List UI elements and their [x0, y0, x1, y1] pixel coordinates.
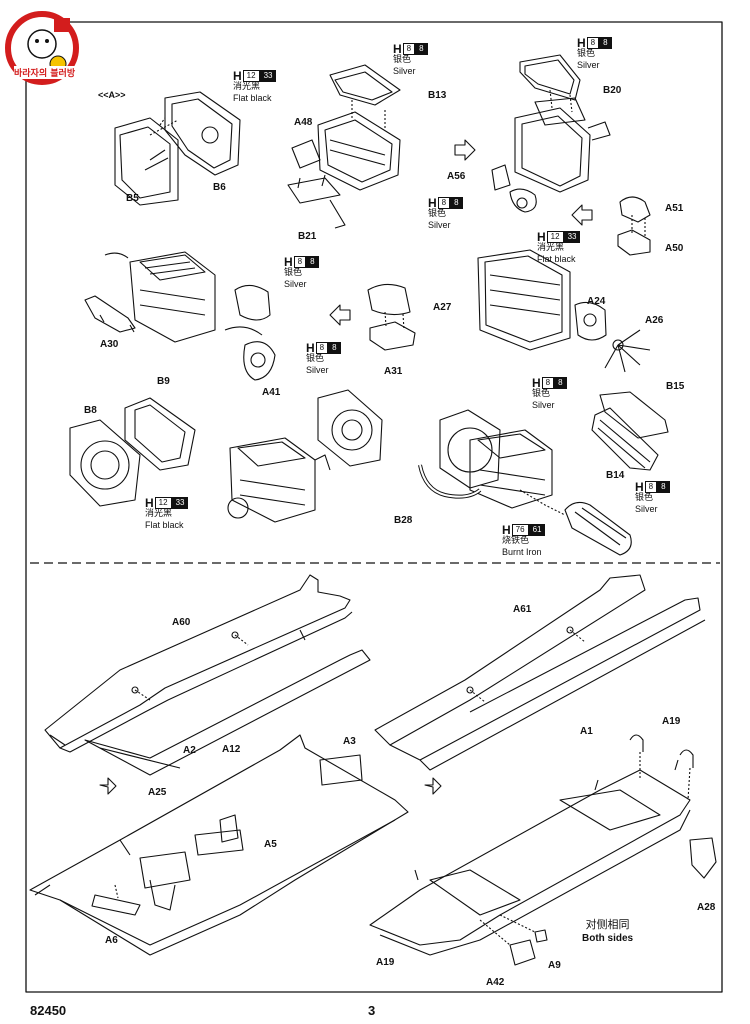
part-b6-drawing: [164, 91, 241, 176]
engine-assembly-a30-drawing: [84, 251, 276, 381]
part-label: A31: [384, 366, 403, 377]
page-border: [25, 21, 723, 993]
step-arrow-down-1: [99, 777, 117, 795]
frame-assembly-right-drawing: [369, 734, 717, 966]
part-label: A48: [294, 117, 313, 128]
part-label: A42: [486, 977, 505, 988]
part-label: A41: [262, 387, 281, 398]
both-sides-note: 对侧相同 Both sides: [582, 918, 634, 944]
part-label: B13: [428, 90, 447, 101]
step-arrow-left: [571, 204, 593, 226]
page-number: 3: [368, 1003, 376, 1018]
engine-final-drawing: [418, 391, 669, 556]
part-label: A3: [343, 736, 356, 747]
part-label: A56: [447, 171, 466, 182]
part-label: A28: [697, 902, 716, 913]
step-arrow-right: [454, 139, 476, 161]
sticker-text: 바라자의 블러방: [14, 66, 76, 79]
part-a51-a50-drawing: [617, 196, 651, 256]
part-label: A27: [433, 302, 452, 313]
part-b9-b8-drawing: [69, 397, 196, 507]
engine-assembly-a24-drawing: [477, 249, 651, 373]
part-a27-a31-drawing: [367, 283, 416, 351]
step-arrow-left-2: [329, 304, 351, 326]
part-label: A61: [513, 604, 532, 615]
sticker-icon: [5, 11, 79, 85]
part-label: A12: [222, 744, 241, 755]
part-label: A2: [183, 745, 196, 756]
part-label: A24: [587, 296, 606, 307]
engine-block-b-drawing: [491, 54, 611, 213]
part-label: B20: [603, 85, 622, 96]
frame-a60-a2-drawing: [44, 574, 371, 776]
part-label: A25: [148, 787, 167, 798]
part-label: B21: [298, 231, 317, 242]
part-label: A51: [665, 203, 684, 214]
step-marker: <<A>>: [98, 90, 126, 100]
part-label: B8: [84, 405, 97, 416]
part-label: A19: [376, 957, 395, 968]
engine-block-a-drawing: [287, 64, 401, 229]
part-label: B5: [126, 193, 139, 204]
frame-assembly-left-drawing: [29, 734, 409, 956]
part-b5-drawing: [114, 117, 179, 206]
part-label: A6: [105, 935, 118, 946]
part-label: B28: [394, 515, 413, 526]
part-label: A50: [665, 243, 684, 254]
frame-a61-a1-drawing: [374, 574, 706, 771]
part-label: B6: [213, 182, 226, 193]
part-label: A30: [100, 339, 119, 350]
part-label: A9: [548, 960, 561, 971]
watermark-sticker: 바라자의 블러방: [4, 4, 86, 100]
engine-full-drawing: [227, 389, 383, 523]
kit-number: 82450: [30, 1003, 67, 1018]
part-label: A26: [645, 315, 664, 326]
step-arrow-down-2: [424, 777, 442, 795]
part-label: A5: [264, 839, 277, 850]
part-label: A60: [172, 617, 191, 628]
part-label: A19: [662, 716, 681, 727]
part-label: B14: [606, 470, 625, 481]
part-label: B15: [666, 381, 685, 392]
part-label: B9: [157, 376, 170, 387]
part-label: A1: [580, 726, 593, 737]
